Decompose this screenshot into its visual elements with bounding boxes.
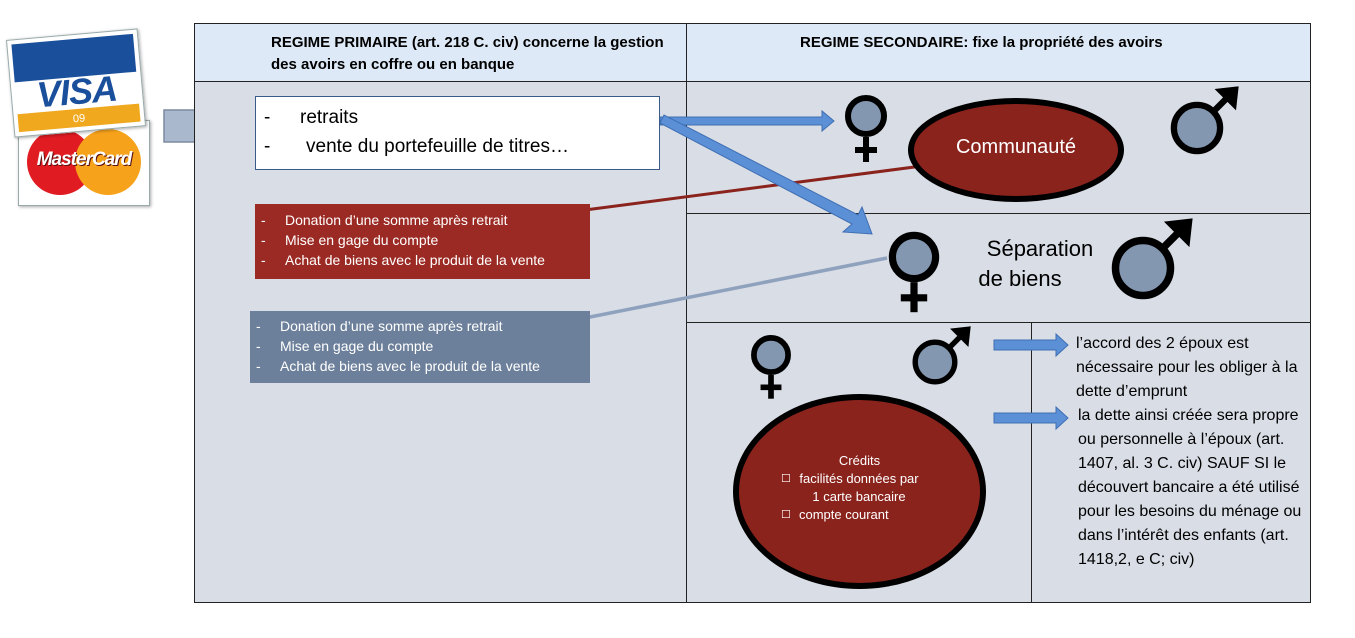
mastercard-label: MasterCard — [36, 149, 133, 170]
list-item: -Donation d’une somme après retrait — [261, 212, 508, 228]
header-right-title: REGIME SECONDAIRE: fixe la propriété des… — [800, 34, 1163, 51]
list-item: -Achat de biens avec le produit de la ve… — [261, 252, 545, 268]
communaute-ellipse — [908, 98, 1124, 202]
list-item: -retraits — [264, 107, 359, 128]
rule-dette: la dette ainsi créée sera propre ou pers… — [1078, 407, 1302, 568]
list-item: -Mise en gage du compte — [256, 338, 434, 354]
operations-box: -retraits -vente du portefeuille de titr… — [255, 96, 660, 170]
list-item: ☐ facilités données par 1 carte bancaire — [781, 471, 919, 504]
inner-column-divider — [1031, 322, 1032, 603]
arrow-dette-icon — [993, 405, 1069, 431]
header-left-title: REGIME PRIMAIRE (art. 218 C. civ) concer… — [271, 34, 664, 73]
header-divider — [194, 81, 1311, 82]
separation-connector — [584, 256, 888, 320]
list-item: -Donation d’une somme après retrait — [256, 318, 503, 334]
header-right-cell: REGIME SECONDAIRE: fixe la propriété des… — [687, 24, 1310, 81]
mastercard-logo: MasterCard — [18, 120, 150, 206]
credits-ellipse — [733, 394, 986, 589]
separation-label-line2: de biens — [978, 266, 1062, 291]
separation-actions-box: -Donation d’une somme après retrait -Mis… — [250, 311, 590, 383]
arrow-to-separation — [659, 114, 873, 235]
communaute-connector — [584, 164, 923, 212]
communaute-label: Communauté — [955, 136, 1077, 158]
list-item: -vente du portefeuille de titres… — [264, 136, 569, 157]
row-divider-1 — [686, 213, 1311, 214]
row-divider-2 — [686, 322, 1311, 323]
credits-title: Crédits — [838, 453, 881, 468]
arrow-accord-icon — [993, 332, 1069, 358]
arrow-to-communaute — [659, 109, 835, 133]
checkbox-bullet-icon: ☐ — [781, 473, 791, 485]
rule-accord: l’accord des 2 époux est nécessaire pour… — [1076, 335, 1298, 400]
column-divider — [686, 23, 687, 603]
checkbox-bullet-icon: ☐ — [781, 509, 791, 521]
list-item: -Achat de biens avec le produit de la ve… — [256, 358, 540, 374]
rules-text: l’accord des 2 époux est nécessaire pour… — [1040, 332, 1308, 572]
credits-text: Crédits ☐ facilités données par 1 carte … — [733, 452, 986, 524]
communaute-actions-box: -Donation d’une somme après retrait -Mis… — [255, 204, 590, 279]
separation-label-line1: Séparation — [986, 236, 1094, 261]
list-item: -Mise en gage du compte — [261, 232, 439, 248]
list-item: ☐ compte courant — [781, 507, 889, 522]
header-left-cell: REGIME PRIMAIRE (art. 218 C. civ) concer… — [195, 24, 686, 81]
